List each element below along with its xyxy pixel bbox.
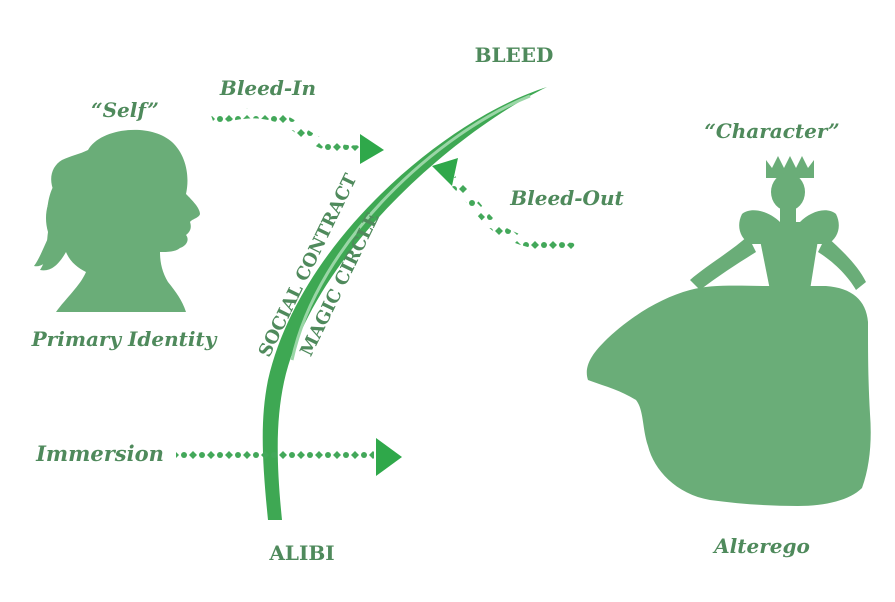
- alterego-label: Alterego: [712, 534, 810, 558]
- bleed-out-arrow: [432, 158, 575, 253]
- alibi-label: ALIBI: [268, 541, 334, 565]
- primary-identity-label: Primary Identity: [31, 327, 218, 351]
- bleed-label: BLEED: [475, 43, 554, 67]
- character-label: “Character”: [704, 119, 839, 143]
- magic-circle-arc: [262, 87, 547, 520]
- immersion-label: Immersion: [35, 441, 164, 466]
- immersion-arrow: [176, 438, 402, 476]
- bleed-in-label: Bleed-In: [219, 76, 316, 100]
- princess-silhouette-icon: [586, 156, 871, 506]
- self-label: “Self”: [91, 98, 159, 122]
- woman-head-silhouette-icon: [34, 129, 200, 312]
- bleed-in-arrow: [211, 108, 384, 164]
- bleed-out-label: Bleed-Out: [509, 186, 624, 210]
